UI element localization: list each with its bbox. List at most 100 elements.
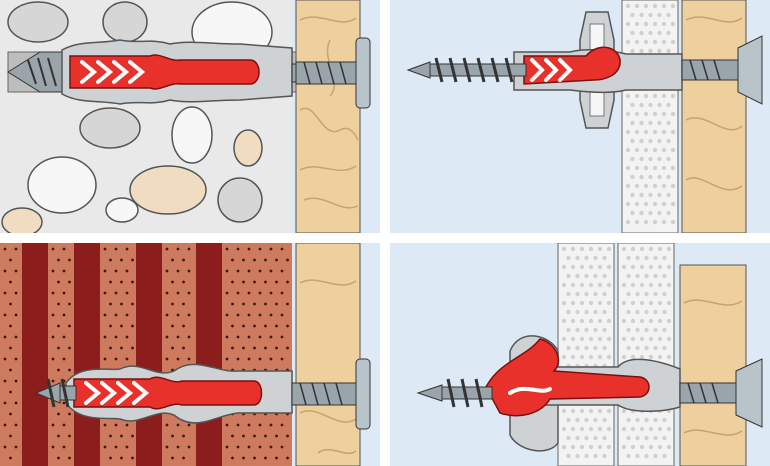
texture-dot (639, 210, 644, 216)
texture-dot (639, 282, 645, 288)
texture-dot (666, 246, 672, 252)
texture-dot (9, 280, 12, 284)
texture-dot (575, 327, 580, 333)
screw-thread (27, 57, 57, 87)
texture-dot (51, 269, 55, 273)
texture-dot (597, 426, 603, 432)
texture-dot (165, 335, 169, 339)
texture-dot (575, 273, 580, 279)
texture-dot (657, 156, 662, 162)
texture-dot (652, 219, 658, 225)
texture-dot (657, 426, 663, 432)
texture-dot (648, 174, 653, 180)
texture-dot (666, 354, 672, 360)
texture-dot (236, 357, 240, 361)
texture-dot (275, 456, 278, 460)
texture-dot (68, 346, 71, 350)
texture-dot (51, 357, 55, 361)
texture-dot (670, 201, 676, 207)
texture-dot (14, 335, 18, 339)
texture-dot (661, 147, 667, 153)
texture-dot (602, 345, 607, 351)
texture-dot (579, 318, 585, 324)
texture-dot (602, 453, 607, 459)
texture-dot (635, 309, 640, 315)
texture-dot (643, 183, 649, 189)
texture-dot (657, 30, 662, 36)
texture-dot (630, 30, 635, 36)
texture-dot (242, 324, 245, 328)
texture-dot (561, 444, 567, 450)
texture-dot (630, 174, 635, 180)
texture-dot (236, 423, 240, 427)
texture-dot (584, 309, 589, 315)
texture-dot (103, 247, 107, 251)
texture-dot (253, 434, 256, 438)
texture-dot (639, 318, 645, 324)
texture-dot (661, 111, 667, 117)
texture-dot (176, 269, 180, 273)
screw-shank-left (59, 385, 77, 401)
texture-dot (588, 408, 594, 414)
brick-cavities (22, 243, 222, 466)
texture-dot (566, 345, 571, 351)
texture-dot (114, 247, 118, 251)
texture-dot (269, 445, 273, 449)
plug-core-fold (508, 386, 552, 395)
texture-dot (231, 302, 234, 306)
texture-dot (566, 435, 571, 441)
texture-dot (630, 12, 635, 18)
texture-dot (570, 354, 576, 360)
texture-dot (575, 435, 580, 441)
texture-dot (51, 313, 55, 317)
texture-dot (666, 102, 671, 108)
texture-dot (588, 444, 594, 450)
texture-dot (242, 302, 245, 306)
texture-dot (662, 273, 667, 279)
texture-dot (584, 291, 589, 297)
texture-dot (275, 302, 278, 306)
texture-dot (625, 3, 631, 9)
texture-dot (588, 426, 594, 432)
texture-dot (131, 456, 134, 460)
texture-dot (621, 336, 627, 342)
texture-dot (280, 445, 284, 449)
texture-dot (634, 39, 640, 45)
texture-dot (566, 327, 571, 333)
texture-dot (666, 48, 671, 54)
texture-dot (182, 258, 185, 262)
texture-dot (639, 156, 644, 162)
texture-dot (661, 165, 667, 171)
texture-dot (165, 423, 169, 427)
texture-dot (648, 300, 654, 306)
texture-dot (62, 401, 66, 405)
texture-dot (643, 219, 649, 225)
texture-dot (225, 313, 229, 317)
texture-dot (653, 327, 658, 333)
texture-dot (187, 357, 191, 361)
texture-dot (597, 264, 603, 270)
texture-dot (258, 357, 262, 361)
texture-dot (231, 324, 234, 328)
texture-dot (648, 354, 654, 360)
texture-dot (653, 345, 658, 351)
texture-dot (652, 147, 658, 153)
texture-dot (621, 282, 627, 288)
texture-dot (566, 255, 571, 261)
texture-dot (639, 444, 645, 450)
texture-dot (643, 165, 649, 171)
texture-dot (62, 313, 66, 317)
texture-dot (662, 327, 667, 333)
texture-dot (639, 264, 645, 270)
texture-dot (187, 423, 191, 427)
texture-dot (643, 21, 649, 27)
texture-dot (579, 336, 585, 342)
texture-dot (575, 417, 580, 423)
texture-dot (653, 435, 658, 441)
texture-dot (125, 247, 129, 251)
texture-dot (621, 264, 627, 270)
texture-dot (165, 313, 169, 317)
texture-dot (621, 444, 627, 450)
texture-dot (231, 346, 234, 350)
texture-dot (625, 165, 631, 171)
